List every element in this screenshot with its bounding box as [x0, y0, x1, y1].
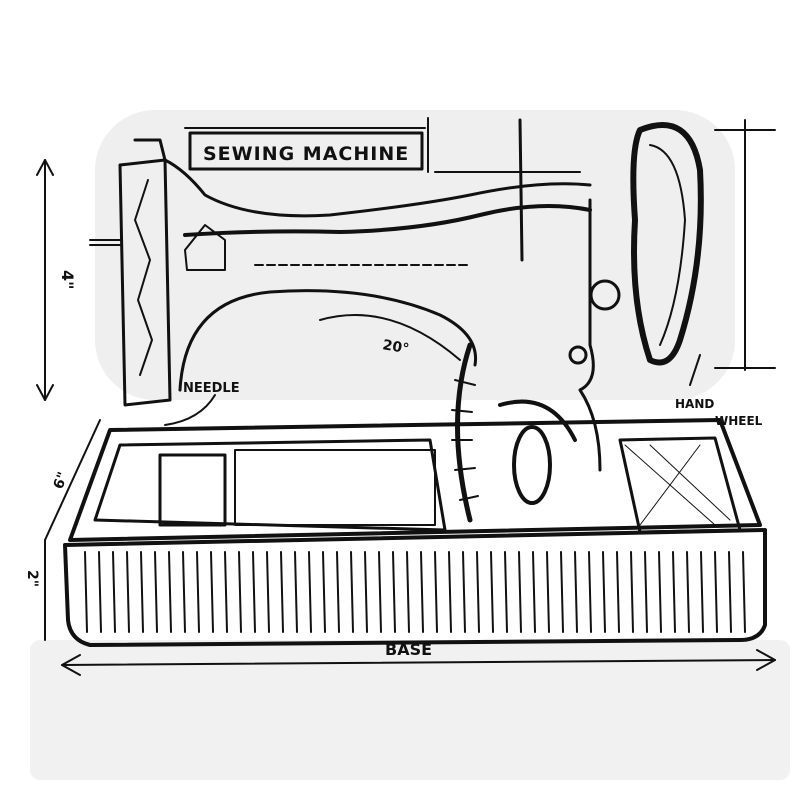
- base-stripe: [504, 551, 508, 633]
- base-stripe: [266, 551, 270, 633]
- hand-wheel-label-1: HAND: [675, 397, 714, 411]
- base-stripe: [84, 551, 88, 633]
- base-height-dimension-label: 2": [24, 570, 40, 587]
- height-dimension-label: 4": [58, 270, 77, 289]
- base-stripe: [434, 551, 438, 633]
- base-label: BASE: [385, 640, 432, 659]
- base-stripe: [700, 551, 704, 633]
- base-stripe: [154, 551, 158, 633]
- base-stripe: [672, 551, 676, 633]
- base-stripe: [476, 551, 480, 633]
- base-stripe: [224, 551, 228, 633]
- base-stripe: [658, 551, 662, 633]
- base-stripe: [616, 551, 620, 633]
- base-stripe: [112, 551, 116, 633]
- depth-dimension-label: 6": [51, 470, 72, 491]
- base-stripe: [490, 551, 494, 633]
- angle-label: 20°: [381, 337, 410, 357]
- title-label: SEWING MACHINE: [203, 143, 409, 165]
- base-stripe: [308, 551, 312, 633]
- base-stripe: [644, 551, 648, 633]
- base-stripe: [140, 551, 144, 633]
- base-stripe: [714, 551, 718, 633]
- base-stripe: [392, 551, 396, 633]
- base-stripe: [98, 551, 102, 633]
- base-stripe: [728, 551, 732, 633]
- base-stripe: [182, 551, 186, 633]
- base-stripe: [378, 551, 382, 633]
- base-stripe: [322, 551, 326, 633]
- hand-wheel-label-2: WHEEL: [715, 414, 763, 428]
- base-stripe: [420, 551, 424, 633]
- title-box: SEWING MACHINE: [184, 117, 429, 173]
- base-stripe: [546, 551, 550, 633]
- base-stripe: [588, 551, 592, 633]
- base-stripe: [448, 551, 452, 633]
- base-stripe: [196, 551, 200, 633]
- base-stripe: [686, 551, 690, 633]
- machine-base: [63, 418, 767, 647]
- base-stripe: [518, 551, 522, 633]
- base-stripe: [560, 551, 564, 633]
- base-stripe: [280, 551, 284, 633]
- base-stripe: [574, 551, 578, 633]
- base-stripe: [602, 551, 606, 633]
- base-stripe: [630, 551, 634, 633]
- base-stripe: [252, 551, 256, 633]
- machine-arm: [89, 118, 602, 472]
- base-stripe: [742, 551, 746, 633]
- base-stripe: [462, 551, 466, 633]
- base-stripe: [238, 551, 242, 633]
- base-stripe: [294, 551, 298, 633]
- needle-label: NEEDLE: [183, 381, 240, 396]
- base-stripe: [532, 551, 536, 633]
- dimension-lines: [36, 119, 776, 676]
- hand-wheel: [568, 122, 704, 366]
- base-stripe: [168, 551, 172, 633]
- base-stripe: [126, 551, 130, 633]
- base-stripe: [350, 551, 354, 633]
- base-stripe: [336, 551, 340, 633]
- base-stripe: [406, 551, 410, 633]
- base-stripe: [364, 551, 368, 633]
- base-stripe: [210, 551, 214, 633]
- base-stripes: [84, 551, 746, 633]
